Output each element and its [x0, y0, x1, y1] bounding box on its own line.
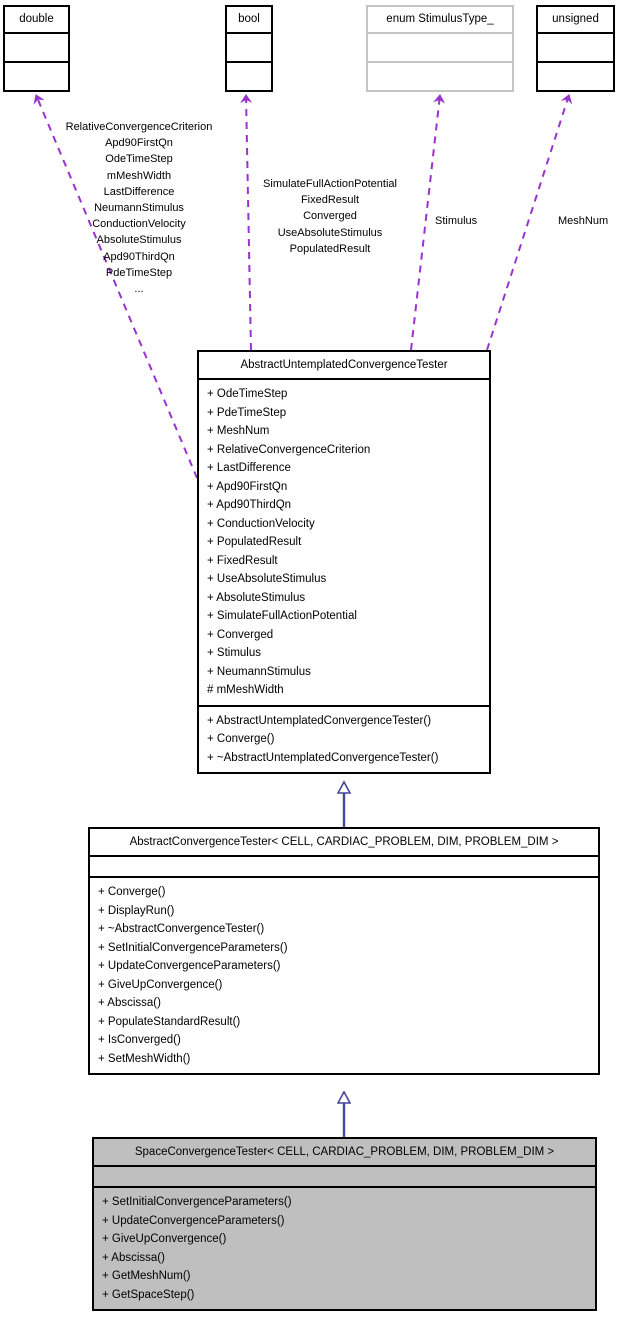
- class-operation: + Converge(): [98, 886, 166, 898]
- class-operation: + SetMeshWidth(): [98, 1052, 191, 1065]
- class-operation: + PopulateStandardResult(): [98, 1015, 241, 1028]
- class-operation: + SetInitialConvergenceParameters(): [98, 941, 288, 954]
- class-attribute: + RelativeConvergenceCriterion: [207, 443, 371, 456]
- class-box-abstract-convergence-tester[interactable]: AbstractConvergenceTester< CELL, CARDIAC…: [88, 827, 600, 1075]
- class-operation: + GetMeshNum(): [102, 1270, 191, 1282]
- edge-label-item: mMeshWidth: [106, 169, 172, 182]
- edge-label-item: ...: [134, 283, 144, 296]
- class-operation: + IsConverged(): [98, 1034, 181, 1046]
- class-operation: + ~AbstractConvergenceTester(): [98, 923, 265, 935]
- class-title-space-convergence-tester: SpaceConvergenceTester< CELL, CARDIAC_PR…: [94, 1139, 595, 1167]
- class-attribute: + MeshNum: [207, 425, 270, 437]
- edge-label-item: SimulateFullActionPotential: [263, 178, 397, 190]
- class-operation: + UpdateConvergenceParameters(): [102, 1214, 285, 1227]
- class-operation: + GiveUpConvergence(): [98, 978, 223, 991]
- type-stub-bool-attributes: [227, 34, 271, 63]
- type-stub-enum-stimulustype-title: enum StimulusType_: [368, 7, 512, 34]
- class-box-space-convergence-tester[interactable]: SpaceConvergenceTester< CELL, CARDIAC_PR…: [92, 1137, 597, 1311]
- usage-edge-unsigned: [486, 94, 573, 351]
- class-attribute: + AbsoluteStimulus: [207, 591, 306, 604]
- edge-label-item: OdeTimeStep: [105, 153, 173, 166]
- class-attributes-space-convergence-tester: [94, 1167, 595, 1188]
- class-attribute: + OdeTimeStep: [207, 388, 288, 400]
- edge-label-item: PdeTimeStep: [105, 266, 173, 279]
- class-operation: + Abscissa(): [98, 997, 161, 1009]
- class-attributes-abstract-untemplated-convergence-tester: + OdeTimeStep + PdeTimeStep + MeshNum + …: [199, 380, 489, 707]
- class-operation: + ~AbstractUntemplatedConvergenceTester(…: [207, 751, 439, 764]
- edge-label-item: Apd90ThirdQn: [103, 250, 175, 263]
- type-stub-enum-stimulustype-attributes: [368, 34, 512, 63]
- class-attribute: + Apd90ThirdQn: [207, 499, 292, 511]
- type-stub-bool[interactable]: bool: [225, 5, 273, 92]
- edge-label-stimulus: Stimulus: [435, 215, 478, 227]
- class-attributes-abstract-convergence-tester: [90, 857, 598, 878]
- class-title-abstract-convergence-tester: AbstractConvergenceTester< CELL, CARDIAC…: [90, 829, 598, 857]
- type-stub-double[interactable]: double: [3, 5, 70, 92]
- class-operations-abstract-untemplated-convergence-tester: + AbstractUntemplatedConvergenceTester()…: [199, 707, 489, 773]
- class-operation: + Converge(): [207, 733, 275, 745]
- class-attribute: + PopulatedResult: [207, 536, 302, 548]
- class-operation: + GetSpaceStep(): [102, 1288, 195, 1301]
- type-stub-unsigned-title: unsigned: [538, 7, 613, 34]
- class-attribute: + Stimulus: [207, 647, 262, 659]
- type-stub-double-attributes: [5, 34, 68, 63]
- class-operations-space-convergence-tester: + SetInitialConvergenceParameters() + Up…: [94, 1188, 595, 1309]
- edge-label-item: Apd90FirstQn: [105, 137, 173, 150]
- class-operation: + Abscissa(): [102, 1251, 165, 1264]
- edge-label-item: LastDifference: [103, 185, 175, 198]
- edge-label-item: UseAbsoluteStimulus: [277, 226, 383, 239]
- class-operation: + DisplayRun(): [98, 904, 175, 917]
- edge-label-item: NeumannStimulus: [94, 202, 184, 215]
- class-attribute: + PdeTimeStep: [207, 406, 287, 419]
- edge-label-meshnum: MeshNum: [558, 215, 609, 227]
- class-attribute: # mMeshWidth: [207, 684, 284, 696]
- type-stub-double-title: double: [5, 7, 68, 34]
- class-operation: + UpdateConvergenceParameters(): [98, 960, 281, 972]
- class-attribute: + Converged: [207, 628, 274, 641]
- edge-label-item: ConductionVelocity: [92, 218, 186, 231]
- type-stub-unsigned-operations: [538, 63, 613, 92]
- class-attribute: + FixedResult: [207, 554, 278, 567]
- class-attribute: + Apd90FirstQn: [207, 480, 288, 493]
- class-attribute: + ConductionVelocity: [207, 517, 315, 530]
- edge-label-item: RelativeConvergenceCriterion: [65, 121, 213, 133]
- class-title-abstract-untemplated-convergence-tester: AbstractUntemplatedConvergenceTester: [199, 352, 489, 380]
- edge-label-item: FixedResult: [300, 194, 360, 207]
- type-stub-unsigned[interactable]: unsigned: [536, 5, 615, 92]
- type-stub-bool-title: bool: [227, 7, 271, 34]
- class-attribute: + UseAbsoluteStimulus: [207, 573, 327, 585]
- type-stub-enum-stimulustype-operations: [368, 63, 512, 92]
- class-attribute: + NeumannStimulus: [207, 665, 311, 678]
- class-operation: + AbstractUntemplatedConvergenceTester(): [207, 714, 432, 727]
- type-stub-bool-operations: [227, 63, 271, 92]
- type-stub-double-operations: [5, 63, 68, 92]
- edge-label-item: PopulatedResult: [289, 242, 371, 255]
- class-attribute: + LastDifference: [207, 462, 291, 474]
- edge-label-double-members: RelativeConvergenceCriterion Apd90FirstQ…: [44, 119, 234, 297]
- edge-label-item: Converged: [303, 210, 357, 223]
- class-operation: + GiveUpConvergence(): [102, 1233, 227, 1245]
- type-stub-enum-stimulustype[interactable]: enum StimulusType_: [366, 5, 514, 92]
- type-stub-unsigned-attributes: [538, 34, 613, 63]
- class-attribute: + SimulateFullActionPotential: [207, 610, 357, 622]
- class-operations-abstract-convergence-tester: + Converge() + DisplayRun() + ~AbstractC…: [90, 878, 598, 1073]
- class-operation: + SetInitialConvergenceParameters(): [102, 1196, 292, 1208]
- edge-label-bool-members: SimulateFullActionPotential FixedResult …: [245, 176, 415, 257]
- class-box-abstract-untemplated-convergence-tester[interactable]: AbstractUntemplatedConvergenceTester + O…: [197, 350, 491, 774]
- edge-label-item: AbsoluteStimulus: [96, 234, 182, 247]
